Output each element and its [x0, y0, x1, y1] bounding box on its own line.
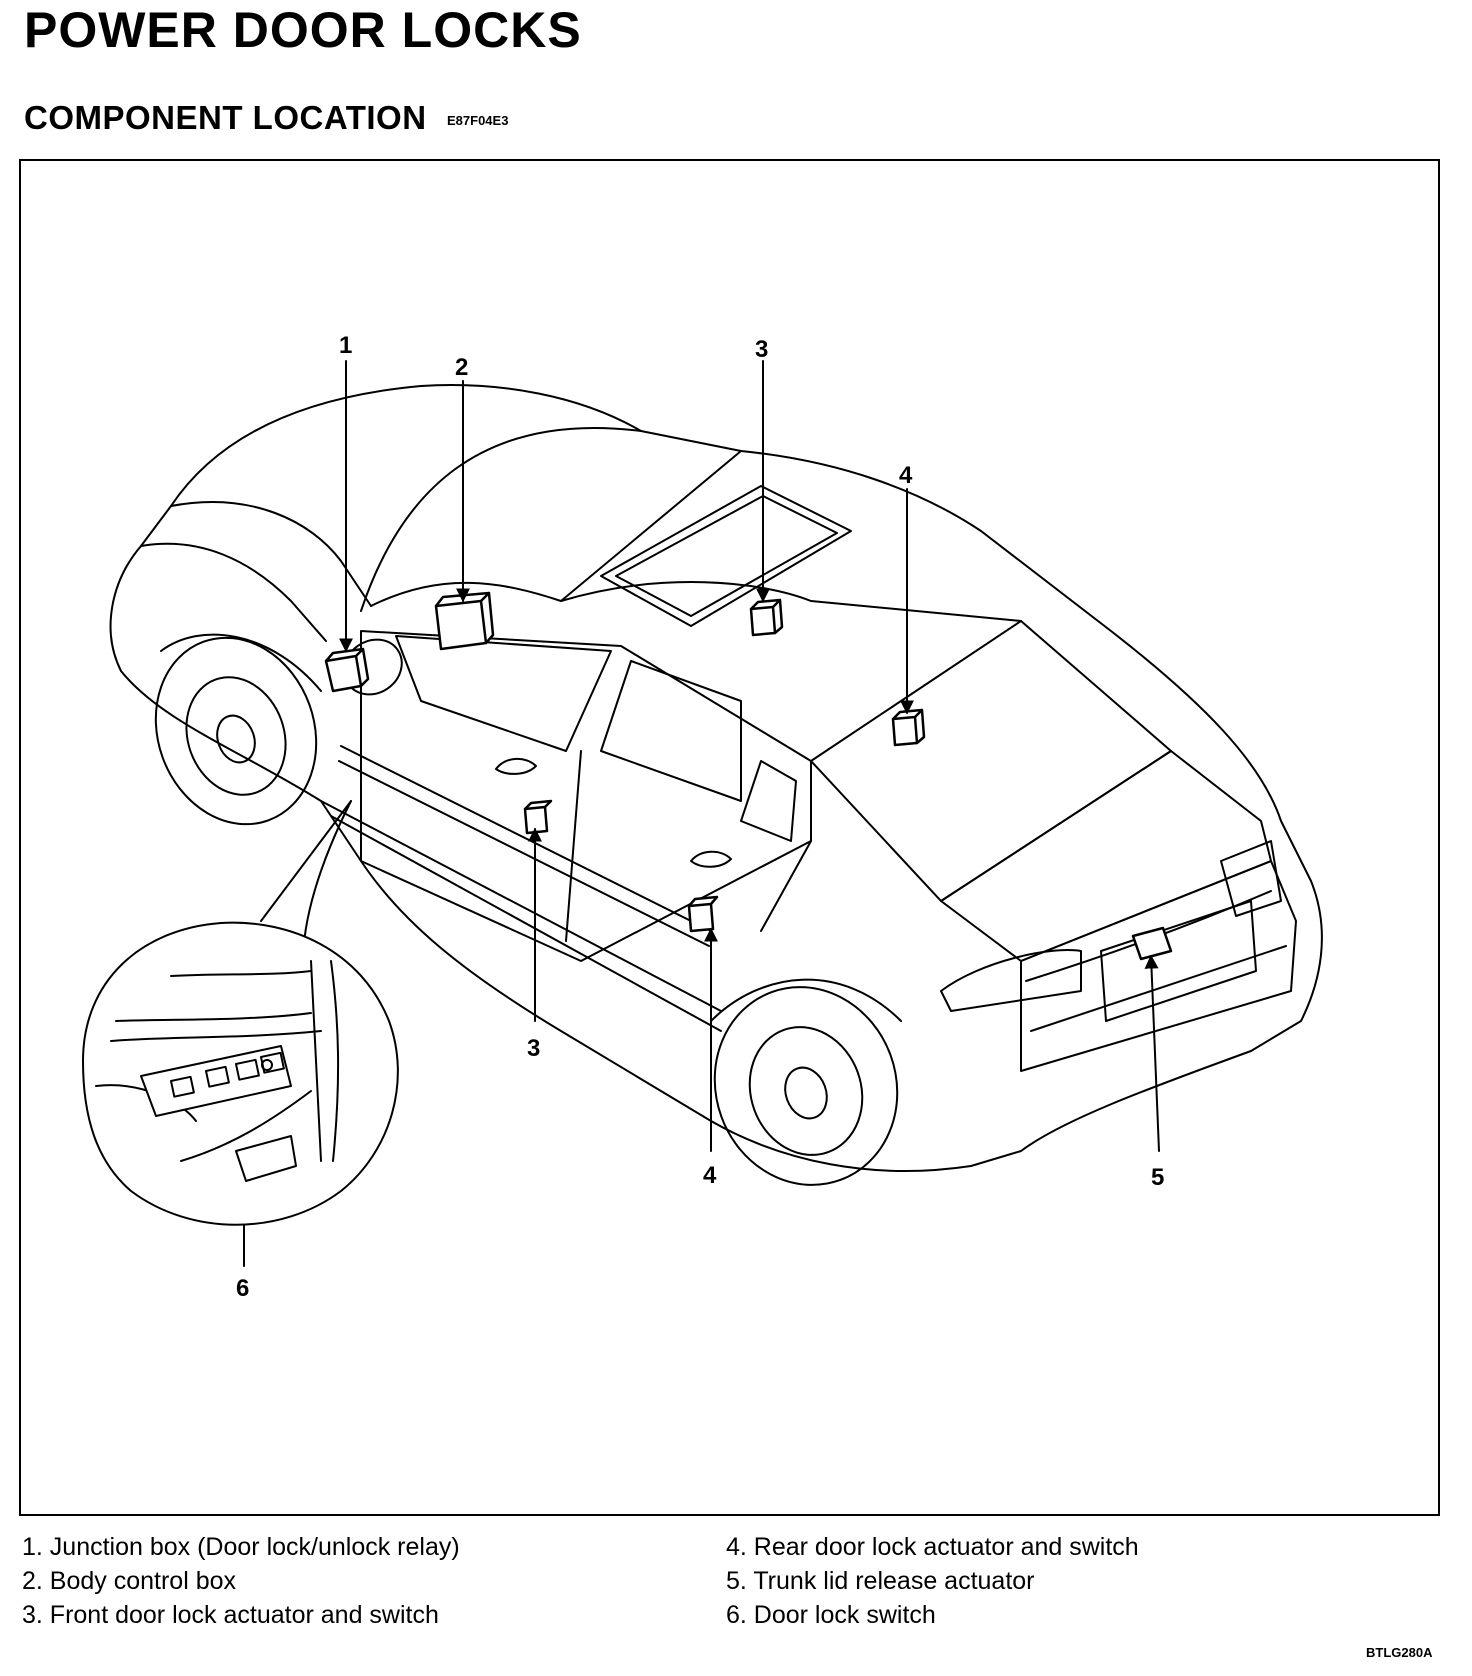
components [324, 591, 1173, 961]
callout-4-upper: 4 [899, 462, 913, 489]
callout-2: 2 [455, 354, 468, 381]
section-title: COMPONENT LOCATION [24, 99, 427, 136]
car-diagram: 1 2 3 3 4 4 5 6 [82, 332, 1323, 1302]
page-title: POWER DOOR LOCKS [24, 2, 582, 58]
callout-3-upper: 3 [755, 336, 768, 363]
switch-panel [140, 1045, 292, 1117]
callout-3-lower: 3 [527, 1035, 540, 1062]
callout-6: 6 [236, 1275, 249, 1302]
rear-door-actuator-lower [687, 895, 719, 933]
legend-left: 1. Junction box (Door lock/unlock relay)… [22, 1530, 460, 1632]
rear-wheel [710, 978, 902, 1186]
callout-labels: 1 2 3 3 4 4 5 6 [236, 332, 1164, 1302]
door-switch-inset [82, 800, 399, 1226]
legend-item-1: 1. Junction box (Door lock/unlock relay) [22, 1533, 460, 1561]
car-body [109, 384, 1323, 1186]
legend-item-2: 2. Body control box [22, 1567, 237, 1595]
front-wheel [154, 633, 322, 826]
legend-item-4: 4. Rear door lock actuator and switch [726, 1533, 1139, 1561]
legend-right: 4. Rear door lock actuator and switch 5.… [726, 1530, 1139, 1632]
section-code: E87F04E3 [447, 113, 509, 128]
front-door-actuator-upper [749, 598, 784, 637]
component-location-figure: 1 2 3 3 4 4 5 6 [19, 159, 1440, 1516]
figure-code: BTLG280A [1366, 1645, 1433, 1660]
trunk-lid-actuator [1131, 926, 1173, 961]
callout-4-lower: 4 [703, 1162, 717, 1189]
front-door-actuator-lower [523, 799, 553, 835]
legend-item-3: 3. Front door lock actuator and switch [22, 1601, 439, 1629]
legend-item-6: 6. Door lock switch [726, 1601, 936, 1629]
legend-item-5: 5. Trunk lid release actuator [726, 1567, 1035, 1595]
junction-box [324, 647, 370, 693]
rear-door-actuator-upper [891, 708, 926, 747]
callout-1: 1 [339, 332, 352, 359]
callout-5: 5 [1151, 1164, 1164, 1191]
body-control-box [434, 591, 495, 651]
sunroof [600, 485, 852, 627]
